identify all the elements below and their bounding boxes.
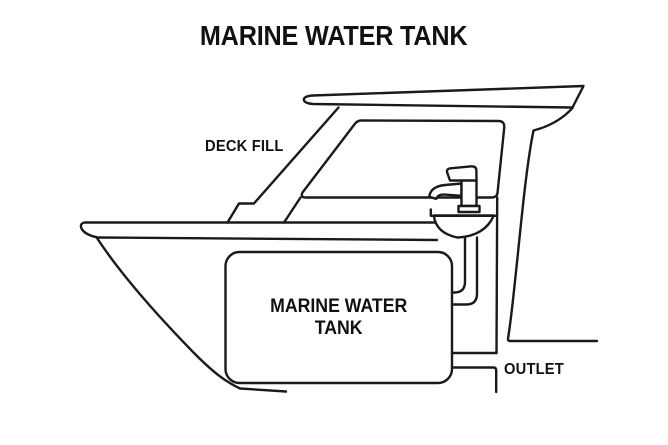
aft-pillar-inner-edge xyxy=(495,196,499,355)
cabin-roof xyxy=(302,84,585,109)
faucet-spout xyxy=(428,182,463,200)
outlet-label: OUTLET xyxy=(504,361,564,378)
hull-sheer-band xyxy=(79,221,439,242)
deck-fill-label: DECK FILL xyxy=(205,138,284,155)
sink-drain-pipe-inner xyxy=(450,236,467,294)
tank-label-line2: TANK xyxy=(315,317,363,339)
sink-rim xyxy=(429,208,498,217)
faucet-body xyxy=(460,178,478,208)
windshield-window xyxy=(300,119,506,199)
deck-fill-fitting-and-pillar xyxy=(226,106,340,224)
tank-label-line1: MARINE WATER xyxy=(270,295,408,317)
windshield-inner-pillar xyxy=(282,196,302,224)
sink-drain-pipe-outer xyxy=(450,236,479,306)
outlet-pipe-bottom xyxy=(450,366,498,394)
hull-stem-and-bottom xyxy=(95,236,288,393)
faucet-base xyxy=(457,204,481,214)
sink-basin xyxy=(432,214,495,239)
page-title: MARINE WATER TANK xyxy=(200,20,468,51)
faucet-handle xyxy=(445,165,478,182)
water-tank xyxy=(224,250,454,385)
tank-label: MARINE WATER TANK xyxy=(225,252,453,383)
aft-pillar-and-stern-line xyxy=(506,106,599,343)
